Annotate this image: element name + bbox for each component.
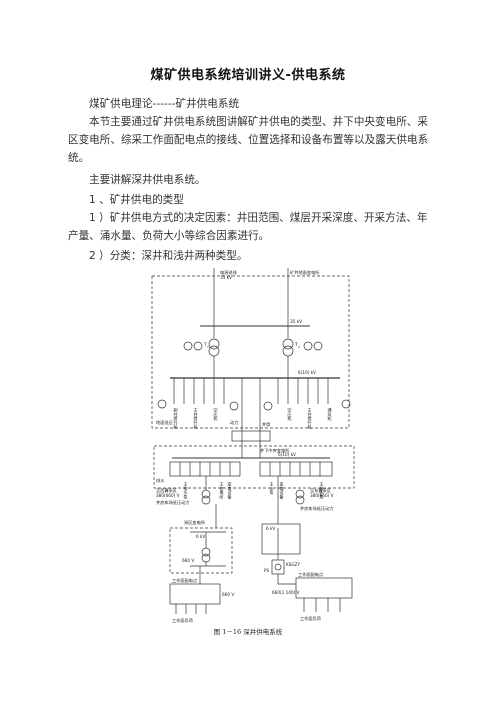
transformer-t1	[208, 338, 220, 350]
label-feeder-right-2: 主井提升机	[307, 407, 313, 431]
label-ground-lowvolt: 地面低压	[156, 419, 173, 426]
paragraph-overview: 本节主要通过矿井供电系统图讲解矿井供电的类型、井下中央变电所、采区变电所、综采工…	[68, 116, 429, 164]
label-workface-right: 工作面配电点	[298, 571, 323, 578]
label-workface-left: 工作面配电点	[172, 577, 197, 584]
paragraph-intro: 煤矿供电理论------矿井供电系统	[89, 98, 240, 110]
label-feeder-left-2: 主井提升机	[193, 407, 199, 431]
workface-left-box	[169, 583, 221, 605]
label-feeder-right-1: 空压机	[287, 407, 293, 422]
label-t1-sub: 1	[207, 345, 209, 349]
label-bus-6kv: 6(10) kV	[298, 370, 316, 375]
label-near-shaft-right: 井底车场低压动力	[300, 505, 334, 512]
label-feed-left-1: 主变电所	[219, 481, 225, 501]
label-feed-right-2: 变电设备	[279, 481, 285, 501]
label-workface-right-load: 工作面负荷	[300, 615, 321, 622]
right-6kv-boundary	[261, 523, 301, 555]
heading-supply-types: 1 、矿井供电的类型	[89, 194, 184, 206]
label-workface-left-load: 工作面负荷	[172, 617, 193, 624]
label-left-voltage: 380(660) V	[156, 493, 180, 498]
central-substation-boundary	[153, 445, 355, 489]
page-title: 煤矿供电系统培训讲义-供电系统	[150, 68, 346, 83]
label-t1: T	[203, 342, 207, 347]
label-t2-sub: 2	[298, 345, 300, 349]
label-right-sub: 至东翼采区	[310, 487, 331, 494]
label-left-sub: 至西翼采区	[156, 487, 177, 494]
label-feed-right-1: 主水泵	[269, 481, 275, 495]
label-t2: T	[294, 342, 298, 347]
transformer-t2	[282, 338, 294, 350]
label-central-bus: 6(10) kV	[278, 452, 296, 457]
label-feeder-left-3: 空压机	[213, 407, 219, 422]
label-pump-right: 主排水泵	[319, 481, 325, 500]
label-feeder-left-1: 副井提升机	[173, 407, 179, 431]
label-source-line: 电源进线	[220, 269, 238, 276]
label-right-1140: 660(1 140) V	[272, 590, 300, 595]
deep-mine-supply-diagram: 电源进线 35 kV 矿井地面变电所 35 kV 6(10) kV T 1 T …	[151, 268, 355, 624]
shaft-cable-block	[231, 430, 271, 442]
label-shaft: 井筒	[262, 421, 270, 428]
paragraph-classification: 2 ）分类：深井和浅井两种类型。	[89, 250, 248, 262]
label-mining-660: 660 V	[182, 558, 194, 563]
label-right-6kv: 6 kV	[266, 526, 275, 531]
label-substation: 矿井地面变电所	[290, 269, 319, 276]
label-mining-sub: 采区变电所	[184, 519, 205, 526]
ground-substation-boundary	[151, 275, 350, 429]
label-feeder-right-3: 通风机	[327, 407, 333, 422]
mining-substation-boundary	[169, 527, 233, 574]
label-mining-660-b: 660 V	[222, 592, 234, 597]
label-right-voltage: 380(660) V	[310, 493, 334, 498]
label-ps: PS	[264, 568, 270, 573]
label-mining-kv: 6 kV	[196, 534, 205, 539]
label-power: 动力	[230, 419, 238, 426]
label-source-voltage: 35 kV	[220, 275, 232, 280]
mobile-substation	[271, 559, 285, 575]
label-feed-left-2: 变电设备	[227, 481, 233, 501]
paragraph-focus: 主要讲解深井供电系统。	[89, 174, 206, 186]
figure-caption: 图 1－16 深井供电系统	[213, 628, 283, 636]
label-near-shaft-left: 井底车场低压动力	[156, 499, 190, 506]
label-central-sub: 井下中央变电所	[260, 447, 289, 454]
label-pump-left: 主排水泵	[183, 481, 189, 500]
label-mobile-sub: KSGZY	[286, 562, 301, 567]
label-drain: 排水	[156, 477, 165, 484]
label-bus-35kv: 35 kV	[290, 319, 302, 324]
workface-right-box	[295, 577, 353, 599]
paragraph-factors: 1 ）矿井供电方式的决定因素：井田范围、煤层开采深度、开采方法、年产量、涌水量、…	[68, 212, 428, 242]
